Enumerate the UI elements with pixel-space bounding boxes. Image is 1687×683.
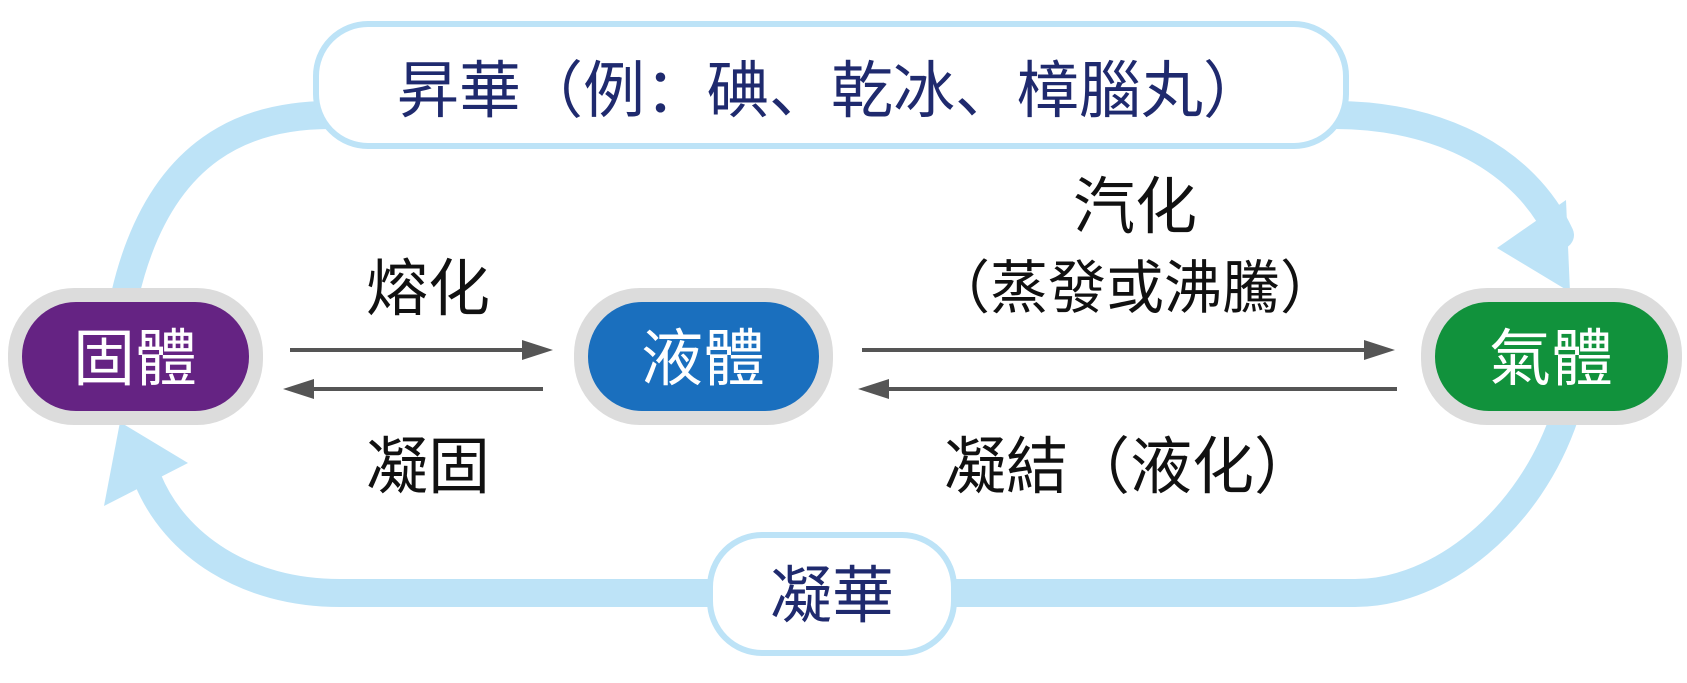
deposition-loop-path <box>134 401 1579 607</box>
freezing-arrow <box>283 379 543 399</box>
solid-node: 固體 <box>8 288 263 425</box>
condensation-label: 凝結（液化） <box>944 430 1316 503</box>
liquid-node: 液體 <box>574 288 833 425</box>
gas-node: 氣體 <box>1421 288 1682 425</box>
vaporization-note: （蒸發或沸騰） <box>932 254 1338 322</box>
freezing-label: 凝固 <box>366 430 490 503</box>
sublimation-label: 昇華（例：碘、乾冰、樟腦丸） <box>397 54 1265 127</box>
deposition-label: 凝華 <box>770 559 894 632</box>
condensation-arrow <box>858 379 1397 399</box>
melting-arrow <box>290 340 553 360</box>
deposition-label-box: 凝華 <box>707 532 957 656</box>
vaporization-arrow <box>862 340 1395 360</box>
liquid-label: 液體 <box>641 322 765 395</box>
melting-label: 熔化 <box>366 252 490 325</box>
deposition-arrowhead <box>104 422 188 506</box>
sublimation-label-box: 昇華（例：碘、乾冰、樟腦丸） <box>313 21 1349 149</box>
gas-label: 氣體 <box>1489 322 1613 395</box>
sublimation-arrowhead <box>1497 200 1570 292</box>
vaporization-label: 汽化 <box>1073 170 1197 243</box>
solid-label: 固體 <box>73 322 197 395</box>
